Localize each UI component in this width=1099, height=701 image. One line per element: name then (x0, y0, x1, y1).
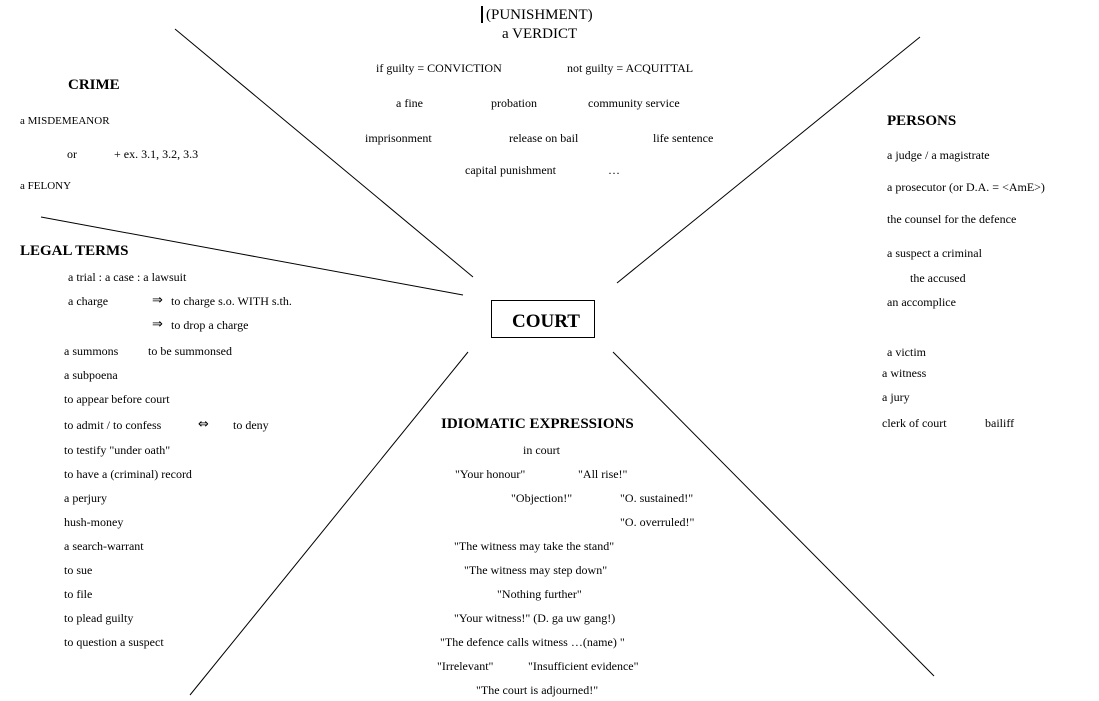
legal-charge: a charge (68, 294, 109, 308)
idiom-sustained: "O. sustained!" (620, 491, 694, 505)
idiom-your-honour: "Your honour" (455, 467, 526, 481)
crime-felony: a FELONY (20, 180, 72, 192)
idiom-overruled: "O. overruled!" (620, 515, 695, 529)
idiom-irrelevant: "Irrelevant" (437, 659, 494, 673)
double-arrow-icon: ⇔ (198, 417, 209, 432)
legal-search-warrant: a search-warrant (64, 539, 144, 553)
idioms-title: IDIOMATIC EXPRESSIONS (441, 416, 634, 432)
court-label: COURT (512, 311, 580, 332)
idiom-all-rise: "All rise!" (578, 467, 628, 481)
person-accomplice: an accomplice (887, 295, 956, 309)
legal-sue: to sue (64, 563, 93, 577)
crime-or: or (67, 147, 77, 161)
person-jury: a jury (882, 390, 910, 404)
crime-misdemeanor: a MISDEMEANOR (20, 115, 110, 127)
legal-testify: to testify "under oath" (64, 443, 171, 457)
legal-subpoena: a subpoena (64, 368, 118, 382)
punishment-bail: release on bail (509, 131, 579, 145)
legal-trial: a trial : a case : a lawsuit (68, 270, 187, 284)
right-arrow-icon: ⇒ (152, 293, 163, 308)
person-prosecutor: a prosecutor (or D.A. = <AmE>) (887, 180, 1045, 194)
idiom-take-stand: "The witness may take the stand" (454, 539, 615, 553)
idiom-objection: "Objection!" (511, 491, 573, 505)
person-clerk: clerk of court (882, 416, 947, 430)
punishment-title: (PUNISHMENT) (486, 7, 593, 23)
guilty-conviction: if guilty = CONVICTION (376, 61, 502, 75)
crime-title: CRIME (68, 77, 120, 93)
legal-question-suspect: to question a suspect (64, 635, 164, 649)
legal-hush-money: hush-money (64, 515, 124, 529)
verdict-title: a VERDICT (502, 26, 578, 42)
idiom-your-witness: "Your witness!" (D. ga uw gang!) (454, 611, 616, 625)
line-to-persons (616, 36, 921, 284)
legal-summons: a summons (64, 344, 119, 358)
legal-file: to file (64, 587, 93, 601)
legal-plead-guilty: to plead guilty (64, 611, 134, 625)
legal-perjury: a perjury (64, 491, 107, 505)
person-judge: a judge / a magistrate (887, 148, 990, 162)
line-to-legal-bottom (189, 351, 469, 696)
legal-appear: to appear before court (64, 392, 170, 406)
idiom-defence-calls: "The defence calls witness …(name) " (440, 635, 625, 649)
punishment-fine: a fine (396, 96, 423, 110)
legal-record: to have a (criminal) record (64, 467, 192, 481)
legal-drop-charge: to drop a charge (171, 318, 249, 332)
legal-summonsed: to be summonsed (148, 344, 232, 358)
legal-charge-to: to charge s.o. WITH s.th. (171, 294, 292, 308)
legal-deny: to deny (233, 418, 269, 432)
crime-exercises: + ex. 3.1, 3.2, 3.3 (114, 147, 199, 161)
text-cursor (481, 6, 483, 23)
person-victim: a victim (887, 345, 926, 359)
line-to-idioms-right (612, 351, 935, 677)
idiom-nothing-further: "Nothing further" (497, 587, 582, 601)
person-suspect: a suspect a criminal (887, 246, 982, 260)
idiom-step-down: "The witness may step down" (464, 563, 608, 577)
idiom-insufficient-evidence: "Insufficient evidence" (528, 659, 639, 673)
person-bailiff: bailiff (985, 416, 1015, 430)
punishment-community-service: community service (588, 96, 680, 110)
court-center-box: COURT (491, 300, 595, 338)
legal-admit: to admit / to confess (64, 418, 162, 432)
punishment-probation: probation (491, 96, 537, 110)
idiom-adjourned: "The court is adjourned!" (476, 683, 599, 697)
idiom-in-court: in court (523, 443, 560, 457)
right-arrow-icon: ⇒ (152, 317, 163, 332)
persons-title: PERSONS (887, 113, 957, 129)
punishment-imprisonment: imprisonment (365, 131, 432, 145)
punishment-ellipsis: … (608, 163, 620, 177)
not-guilty-acquittal: not guilty = ACQUITTAL (567, 61, 694, 75)
line-to-legal-terms (40, 216, 464, 296)
legal-terms-title: LEGAL TERMS (20, 243, 129, 259)
line-to-crime (174, 28, 474, 278)
person-counsel: the counsel for the defence (887, 212, 1017, 226)
person-accused: the accused (910, 271, 966, 285)
punishment-capital: capital punishment (465, 163, 556, 177)
person-witness: a witness (882, 366, 927, 380)
punishment-life-sentence: life sentence (653, 131, 714, 145)
